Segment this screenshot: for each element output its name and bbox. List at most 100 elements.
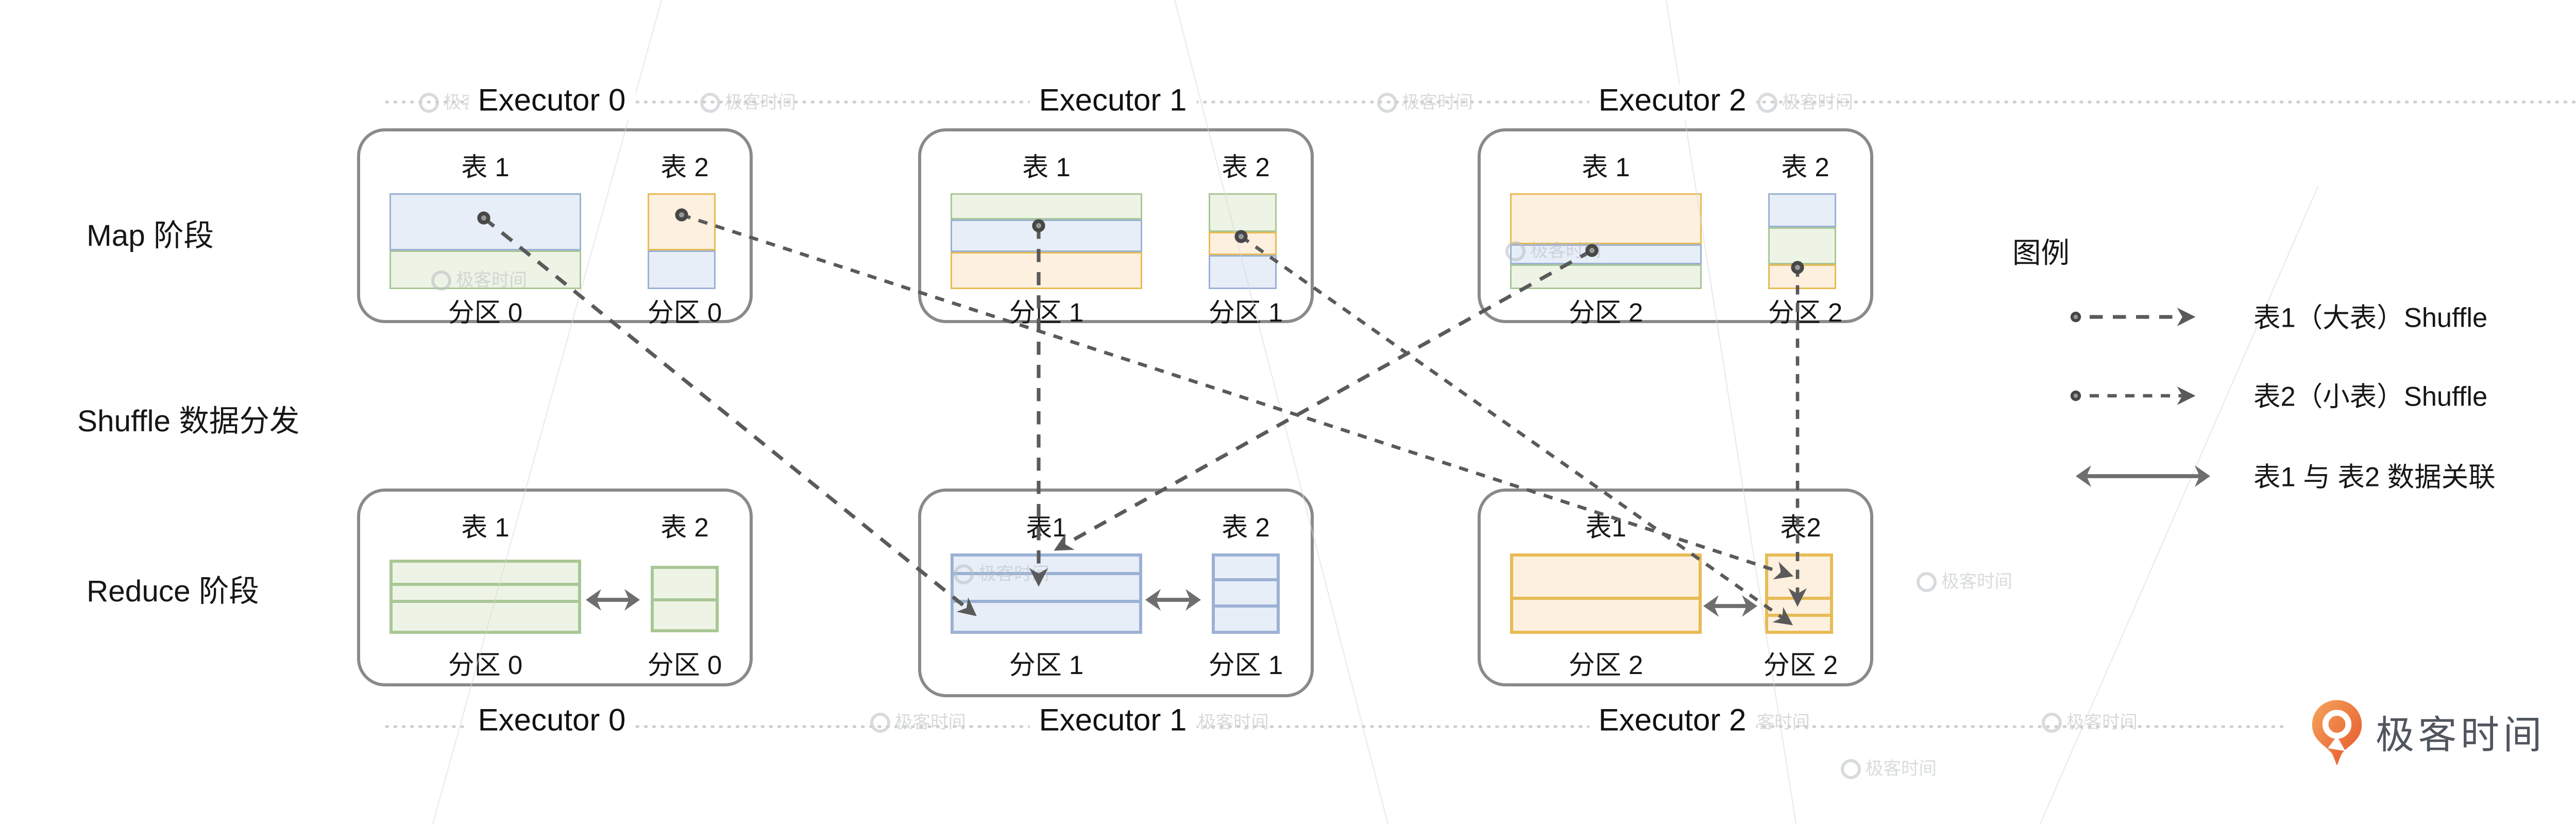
- partition-label: 分区 1: [1009, 298, 1084, 328]
- geektime-watermark-icon: [431, 270, 451, 290]
- table-row: [1510, 263, 1702, 289]
- reduce0-table1: [389, 560, 581, 634]
- watermark: 极客时间: [1917, 569, 2012, 594]
- geektime-watermark-icon: [1917, 571, 1937, 592]
- map2-table2: [1768, 193, 1836, 289]
- executor-box-map-2: 表 1 表 2 分区 2 分区 2: [1478, 128, 1873, 328]
- executor0-bottom-label: Executor 0: [468, 704, 635, 740]
- geektime-logo-icon: [2312, 700, 2362, 766]
- table1-label: 表1: [1585, 513, 1626, 543]
- table-row: [1768, 557, 1830, 597]
- table-row: [1513, 596, 1699, 631]
- table-row: [389, 193, 581, 250]
- legend-glyphs: [2070, 308, 2210, 487]
- partition-label: 分区 1: [1009, 651, 1084, 680]
- legend-dot-1-core: [2073, 314, 2078, 319]
- legend-title: 图例: [2012, 237, 2070, 269]
- table-row: [654, 569, 716, 598]
- executor0-top-label: Executor 0: [468, 84, 635, 120]
- table-row: [654, 598, 716, 629]
- executor2-bottom-label: Executor 2: [1589, 704, 1756, 740]
- map1-table1: [951, 193, 1142, 289]
- reduce1-table2: [1212, 553, 1280, 634]
- table2-label: 表 2: [660, 513, 709, 543]
- executor-box-reduce-0: 表 1 表 2 分区 0 分区 0: [357, 489, 753, 686]
- reduce0-table2: [651, 566, 719, 632]
- watermark: 极客时间: [1377, 90, 1473, 114]
- geektime-logo: 极客时间: [2311, 699, 2546, 767]
- geektime-watermark-icon: [1377, 92, 1397, 112]
- table2-label: 表 2: [660, 153, 709, 182]
- legend-item-table2-shuffle: 表2（小表）Shuffle: [2253, 381, 2488, 412]
- executor1-bottom-label: Executor 1: [1029, 704, 1196, 740]
- hairline-3: [1665, 0, 1797, 824]
- stage-label-map: Map 阶段: [87, 220, 214, 254]
- table-row: [1209, 232, 1277, 256]
- geektime-watermark-icon: [1841, 758, 1861, 779]
- reduce2-table1: [1510, 553, 1702, 634]
- executor1-top-label: Executor 1: [1029, 84, 1196, 120]
- legend-item-table1-shuffle: 表1（大表）Shuffle: [2253, 302, 2488, 333]
- table1-label: 表1: [1026, 513, 1067, 543]
- table1-label: 表 1: [461, 153, 510, 182]
- table-row: [951, 193, 1142, 221]
- table-row: [1768, 193, 1836, 227]
- table-row: [1510, 193, 1702, 244]
- geektime-watermark-icon: [700, 92, 720, 112]
- reduce2-table2: [1765, 553, 1833, 634]
- partition-label: 分区 2: [1763, 651, 1838, 680]
- map1-table2: [1209, 193, 1277, 289]
- watermark: 极客时间: [2042, 710, 2138, 734]
- table-row: [951, 220, 1142, 253]
- table-row: [1768, 227, 1836, 264]
- watermark: 极客时间: [431, 267, 527, 292]
- executor-box-reduce-1: 表1 表 2 分区 1 分区 1: [918, 489, 1314, 697]
- partition-label: 分区 2: [1568, 298, 1643, 328]
- table2-label: 表 2: [1781, 153, 1829, 182]
- geektime-logo-text: 极客时间: [2376, 714, 2546, 758]
- partition-label: 分区 2: [1768, 298, 1843, 328]
- legend-item-join: 表1 与 表2 数据关联: [2253, 461, 2496, 493]
- table-row: [1215, 557, 1277, 579]
- table-row: [648, 193, 716, 250]
- geektime-watermark-icon: [2042, 712, 2062, 732]
- partition-label: 分区 0: [647, 651, 722, 680]
- table-row: [1513, 557, 1699, 596]
- stage-label-reduce: Reduce 阶段: [87, 575, 259, 609]
- partition-label: 分区 1: [1208, 298, 1283, 328]
- map0-table2: [648, 193, 716, 289]
- table-row: [1209, 193, 1277, 233]
- hairline-guides: [432, 0, 2319, 824]
- partition-label: 分区 0: [448, 651, 523, 680]
- table-row: [1768, 613, 1830, 631]
- watermark: 极客时间: [1757, 90, 1853, 114]
- table-row: [1768, 263, 1836, 289]
- watermark: 极客时间: [870, 710, 966, 734]
- partition-label: 分区 0: [647, 298, 722, 328]
- table2-label: 表2: [1780, 513, 1821, 543]
- legend-dot-1: [2070, 311, 2081, 323]
- table-row: [1768, 597, 1830, 613]
- table-row: [1209, 255, 1277, 289]
- watermark: 极客时间: [700, 90, 796, 114]
- table-row: [951, 252, 1142, 289]
- geektime-watermark-icon: [1505, 240, 1526, 261]
- watermark: 极客时间: [1505, 238, 1601, 263]
- watermark: 极客时间: [954, 561, 1049, 586]
- table1-label: 表 1: [1022, 153, 1071, 182]
- executor-box-map-1: 表 1 表 2 分区 1 分区 1: [918, 128, 1314, 328]
- hairline-2: [1174, 0, 1389, 824]
- table2-label: 表 2: [1222, 513, 1270, 543]
- executor-box-reduce-2: 表1 表2 分区 2 分区 2: [1478, 489, 1873, 686]
- geektime-watermark-icon: [870, 712, 890, 732]
- table1-label: 表 1: [461, 513, 510, 543]
- watermark: 极客时间: [1841, 756, 1937, 781]
- partition-label: 分区 0: [448, 298, 523, 328]
- stage-label-shuffle: Shuffle 数据分发: [77, 405, 300, 439]
- geektime-watermark-icon: [1757, 92, 1777, 112]
- table-row: [393, 599, 578, 631]
- partition-label: 分区 2: [1568, 651, 1643, 680]
- executor-box-map-0: 表 1 表 2 分区 0 分区 0: [357, 128, 753, 328]
